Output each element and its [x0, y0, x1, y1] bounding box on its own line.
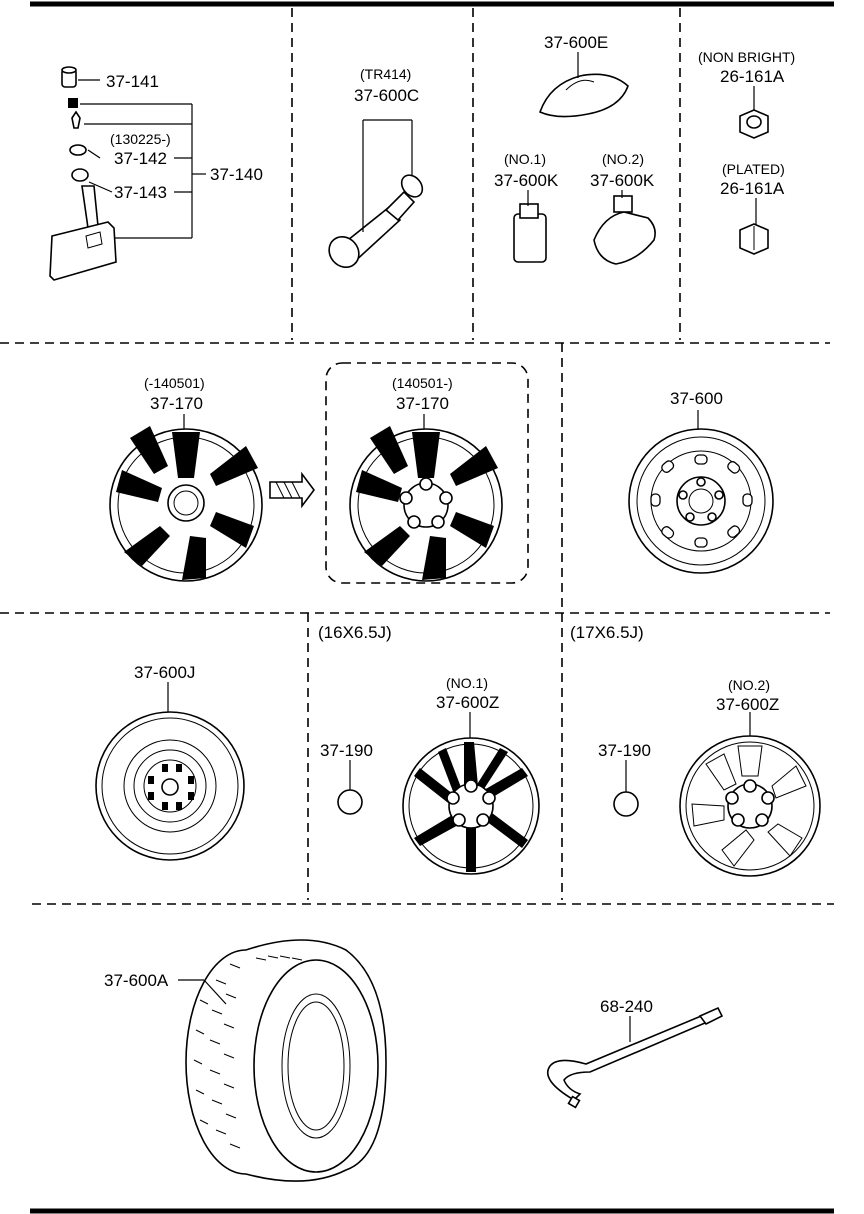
label-37-143: 37-143: [114, 183, 167, 202]
label-alloy-16: 37-600Z: [436, 693, 499, 712]
label-wheel-new-note: (140501-): [392, 375, 453, 391]
spare-tire-icon: [95, 682, 245, 861]
label-37-140: 37-140: [210, 165, 263, 184]
label-tire: 37-600A: [104, 971, 169, 990]
center-cap-16-icon: [337, 789, 363, 815]
valve-stem-icon: [328, 119, 424, 269]
label-nut2-note: (PLATED): [722, 161, 785, 177]
label-37-600k2: 37-600K: [590, 171, 655, 190]
label-37-600e: 37-600E: [544, 33, 608, 52]
center-cap-17-icon: [613, 791, 639, 817]
label-size-17: (17X6.5J): [570, 623, 644, 642]
label-wheel-new: 37-170: [396, 394, 449, 413]
lug-wrench-icon: [546, 1006, 724, 1109]
grommet-icon: [69, 144, 87, 156]
alloy-wheel-16-icon: [402, 712, 540, 875]
alloy-wheel-old-icon: [109, 414, 263, 582]
steel-wheel-icon: [628, 410, 774, 574]
valve-core-icon: [68, 98, 81, 129]
sensor-part-no1-icon: [513, 190, 547, 263]
label-alloy-16-note: (NO.1): [446, 675, 488, 691]
label-alloy-17: 37-600Z: [716, 695, 779, 714]
label-wheel-old: 37-170: [150, 394, 203, 413]
lug-nut-non-bright-icon: [739, 86, 769, 139]
label-37-142-note: (130225-): [110, 131, 171, 147]
label-37-600c: 37-600C: [354, 86, 419, 105]
tpms-sensor-group: [49, 66, 206, 281]
lug-nut-plated-icon: [739, 198, 769, 255]
replacement-arrow-icon: [269, 471, 315, 509]
alloy-wheel-17-icon: [679, 712, 821, 877]
label-wheel-old-note: (-140501): [144, 375, 205, 391]
patch-kit-icon: [538, 52, 629, 118]
label-37-141: 37-141: [106, 72, 159, 91]
label-cap-17: 37-190: [598, 741, 651, 760]
section-dividers: [0, 8, 834, 905]
label-37-600k2-note: (NO.2): [602, 151, 644, 167]
valve-cap-icon: [61, 66, 77, 88]
label-37-600c-note: (TR414): [360, 66, 411, 82]
tire-icon: [178, 939, 387, 1182]
label-nut1-note: (NON BRIGHT): [698, 49, 795, 65]
alloy-wheel-new-icon: [349, 414, 503, 582]
label-37-600k1-note: (NO.1): [504, 151, 546, 167]
label-37-142: 37-142: [114, 149, 167, 168]
label-tool: 68-240: [600, 997, 653, 1016]
label-cap-16: 37-190: [320, 741, 373, 760]
sensor-part-no2-icon: [593, 190, 656, 265]
label-37-600k1: 37-600K: [494, 171, 559, 190]
washer-icon: [71, 168, 89, 182]
label-nut2: 26-161A: [720, 179, 785, 198]
label-nut1: 26-161A: [720, 67, 785, 86]
sensor-body-icon: [49, 185, 117, 281]
label-size-16: (16X6.5J): [318, 623, 392, 642]
label-steel-wheel: 37-600: [670, 389, 723, 408]
label-alloy-17-note: (NO.2): [728, 677, 770, 693]
label-spare: 37-600J: [134, 663, 195, 682]
